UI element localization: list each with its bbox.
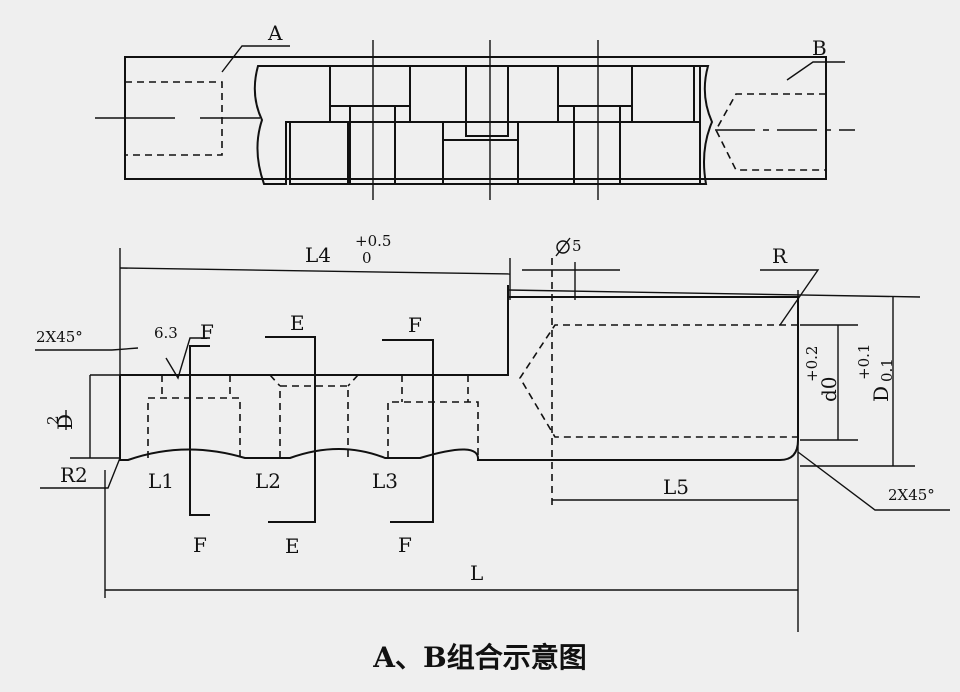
hidden-bore-right	[715, 93, 826, 171]
section-E	[265, 336, 316, 523]
hidden-pockets	[147, 374, 479, 458]
label-D-over-2-numerator: D	[53, 414, 77, 430]
label-D-vertical: D	[869, 386, 893, 402]
label-F-left-bottom: F	[193, 533, 207, 557]
label-chamfer-left: 2X45°	[36, 328, 83, 346]
diameter-symbol	[556, 240, 570, 254]
label-surface-finish: 6.3	[154, 324, 178, 342]
label-B: B	[812, 36, 827, 60]
label-d0: d0	[817, 376, 841, 402]
diagram-caption: A、B组合示意图	[373, 641, 587, 674]
top-assembly-view: A B	[95, 21, 855, 200]
surface-finish-symbol	[165, 337, 210, 380]
D-tolerance-lower: 0.1	[878, 358, 896, 382]
label-R2: R2	[60, 463, 88, 487]
label-L: L	[470, 561, 483, 585]
label-D-over-2-denominator: 2	[44, 415, 62, 425]
label-L1: L1	[148, 469, 174, 493]
label-L4: L4	[305, 243, 331, 267]
D-tolerance-upper: +0.1	[855, 344, 873, 380]
section-F-right	[382, 339, 434, 523]
label-L3: L3	[372, 469, 398, 493]
label-phi5: 5	[572, 237, 582, 255]
label-L5: L5	[663, 475, 689, 499]
section-F-left	[189, 345, 210, 516]
label-A: A	[267, 21, 283, 45]
part-outline	[119, 285, 799, 461]
label-F-right-top: F	[408, 313, 422, 337]
bolt-holes	[285, 65, 700, 185]
L4-tolerance-lower: 0	[362, 249, 372, 267]
hidden-bore-left	[125, 81, 223, 156]
center-lines	[95, 40, 855, 200]
label-E-top: E	[290, 311, 305, 335]
L4-tolerance-upper: +0.5	[355, 232, 391, 250]
label-F-left-top: F	[200, 320, 214, 344]
label-E-bottom: E	[285, 534, 300, 558]
hidden-bore	[519, 324, 798, 438]
part-detail-view: L4 +0.5 0 5 R d0 +0.2 D +0.1 0.1 2X45° L…	[35, 232, 950, 632]
label-F-right-bottom: F	[398, 533, 412, 557]
label-chamfer-right: 2X45°	[888, 486, 935, 504]
label-L2: L2	[255, 469, 281, 493]
label-R: R	[772, 244, 788, 268]
hatched-sections	[253, 65, 714, 185]
d0-tolerance: +0.2	[803, 346, 821, 382]
